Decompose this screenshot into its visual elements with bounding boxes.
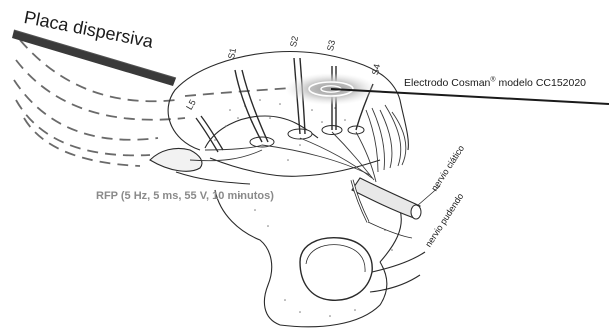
rfp-parameters-label: RFP (5 Hz, 5 ms, 55 V, 10 minutos) xyxy=(96,191,274,202)
electrode-name: Electrodo Cosman xyxy=(404,77,490,89)
electrode-needle xyxy=(331,89,609,104)
electrode-label: Electrodo Cosman® modelo CC152020 xyxy=(404,78,586,89)
l5-root xyxy=(196,116,223,152)
electrode-model: modelo CC152020 xyxy=(496,77,586,89)
sacral-foramina xyxy=(250,126,364,148)
field-lines xyxy=(14,40,292,166)
